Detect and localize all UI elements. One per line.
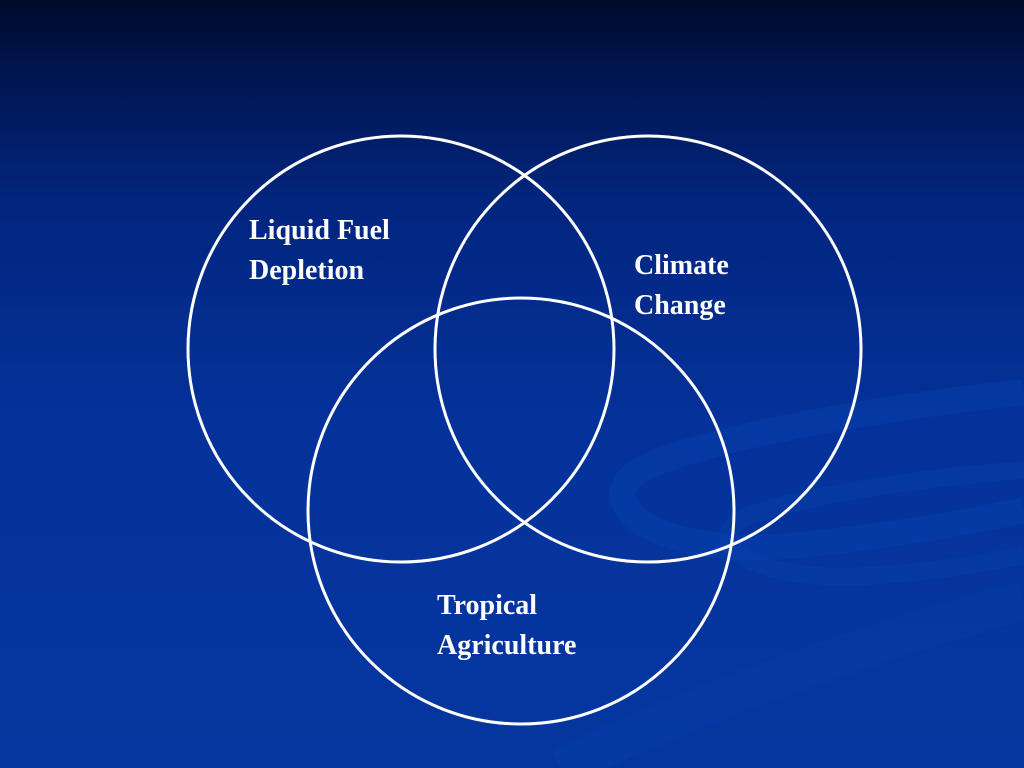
- venn-label-line: Liquid Fuel: [249, 215, 390, 246]
- venn-circle-climate: [433, 134, 863, 564]
- venn-circle-fuel: [186, 134, 616, 564]
- venn-label-line: Depletion: [249, 255, 365, 286]
- venn-circle-agri: [306, 296, 736, 726]
- venn-label-climate-change: Climate Change: [634, 246, 729, 326]
- venn-label-tropical-agriculture: Tropical Agriculture: [437, 586, 576, 666]
- venn-label-line: Climate: [634, 250, 729, 281]
- venn-label-line: Agriculture: [437, 630, 577, 661]
- venn-label-line: Tropical: [437, 590, 538, 621]
- venn-label-line: Change: [634, 290, 726, 321]
- venn-label-liquid-fuel-depletion: Liquid Fuel Depletion: [249, 211, 390, 291]
